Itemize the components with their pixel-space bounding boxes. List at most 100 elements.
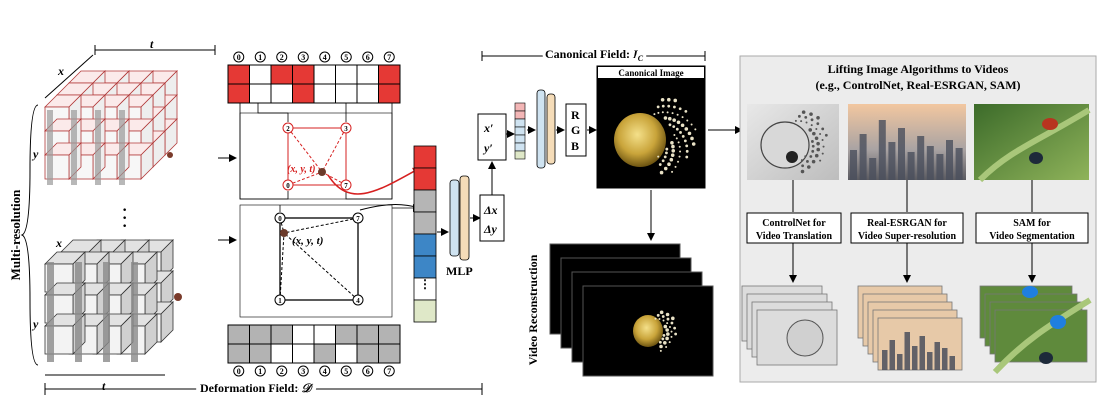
splash-dot (690, 123, 693, 126)
feature-cell (413, 167, 437, 191)
splash-dot (801, 164, 805, 168)
splash-dot (676, 113, 679, 116)
hash-cell (378, 324, 401, 345)
splash-dot (675, 127, 679, 131)
building (926, 146, 934, 180)
corner-marker (282, 179, 294, 191)
splash-dot (801, 110, 806, 114)
splash-dot (822, 145, 825, 148)
splash-dot (661, 315, 665, 318)
corner-marker (274, 212, 286, 224)
splash-dot (678, 107, 682, 111)
slice (71, 110, 77, 185)
splash-dot (683, 139, 687, 143)
hash-index-label: 1 (258, 53, 262, 62)
splash-dot (661, 111, 664, 114)
deformation-field-label: Deformation Field: 𝒟 (200, 381, 313, 395)
splash-dot (666, 317, 670, 321)
splash-dot (673, 98, 678, 103)
splash-dot (800, 159, 803, 162)
mlp-label: MLP (446, 264, 473, 278)
feature-cell (413, 255, 437, 279)
corner-label: 0 (278, 215, 282, 223)
rgb-r-label: R (571, 108, 580, 122)
canonical-image-title: Canonical Image (618, 68, 683, 78)
splash-dot (665, 312, 670, 317)
splash-dot (660, 97, 665, 102)
canonical-mlp: R G B (514, 89, 597, 169)
feature-cell (413, 211, 437, 235)
splash-dot (654, 317, 657, 320)
video-reconstruction-stack: Video Reconstruction (526, 243, 714, 377)
splash-dot (665, 328, 669, 332)
hash-cell (313, 64, 336, 85)
splash-dot (661, 104, 665, 108)
splash-dot (666, 111, 669, 114)
building (897, 354, 903, 370)
splash-dot (821, 139, 824, 141)
splash-dot (800, 120, 803, 123)
splash-dot (663, 340, 667, 345)
hash-cell (227, 324, 250, 345)
building (869, 158, 877, 180)
top-feature-grid (44, 70, 178, 185)
splash-dot (815, 128, 818, 131)
small-feature-cell (514, 102, 526, 112)
box2-line2: Video Super-resolution (858, 231, 957, 242)
splash-dot (811, 159, 816, 164)
hash-cell (227, 83, 250, 104)
splash-dot (816, 147, 821, 152)
slice (95, 110, 101, 185)
splash-dot (657, 155, 660, 158)
building (946, 140, 953, 180)
hash-index-label: 5 (344, 53, 348, 62)
building (882, 350, 888, 370)
splash-dot (814, 153, 819, 158)
y-top-label: y (31, 147, 39, 161)
small-feature-cell (514, 150, 526, 160)
sketch-output-shape (786, 319, 824, 357)
splash-dot (676, 120, 681, 125)
splash-dot (669, 157, 674, 162)
splash-dot (678, 145, 681, 148)
splash-dot (687, 131, 692, 136)
box1-line1: ControlNet for (762, 218, 826, 229)
small-feature-cell (514, 134, 526, 144)
splash-dot (804, 155, 807, 158)
splash-dot (671, 170, 674, 173)
splash-dot (663, 116, 668, 120)
splash-dot (677, 160, 680, 163)
building (919, 336, 925, 370)
splash-dot (657, 111, 660, 114)
delta-x-label: Δx (483, 203, 498, 217)
hash-index-label: 0 (237, 367, 241, 376)
slice (47, 262, 54, 362)
hash-index-label: 3 (301, 53, 305, 62)
splash-dot (665, 336, 669, 341)
splash-dot (811, 144, 815, 148)
lifting-title-1: Lifting Image Algorithms to Videos (828, 62, 1009, 76)
feature-cell (413, 145, 437, 169)
hash-index-label: 3 (301, 367, 305, 376)
hash-cell (249, 64, 272, 85)
corner-label: 1 (278, 297, 282, 305)
splash-dot (671, 316, 675, 321)
feature-cell (413, 189, 437, 213)
splash-dot (665, 151, 668, 155)
splash-dot (691, 142, 696, 146)
hash-cell (335, 83, 358, 104)
splash-dot (666, 322, 669, 325)
canonical-image: Canonical Image (596, 65, 706, 189)
beetle (1039, 352, 1053, 364)
lifting-panel: Lifting Image Algorithms to Videos (e.g.… (739, 55, 1097, 383)
box1-line2: Video Translation (756, 231, 833, 242)
hash-index-label: 0 (237, 53, 241, 62)
hash-index-label: 6 (366, 367, 370, 376)
splash-dot (665, 147, 669, 151)
video-reconstruction-label: Video Reconstruction (526, 254, 540, 365)
hash-cell (313, 324, 336, 345)
dots-2: · (122, 210, 127, 227)
splash-dot (809, 155, 813, 158)
splash-dot (809, 112, 813, 116)
